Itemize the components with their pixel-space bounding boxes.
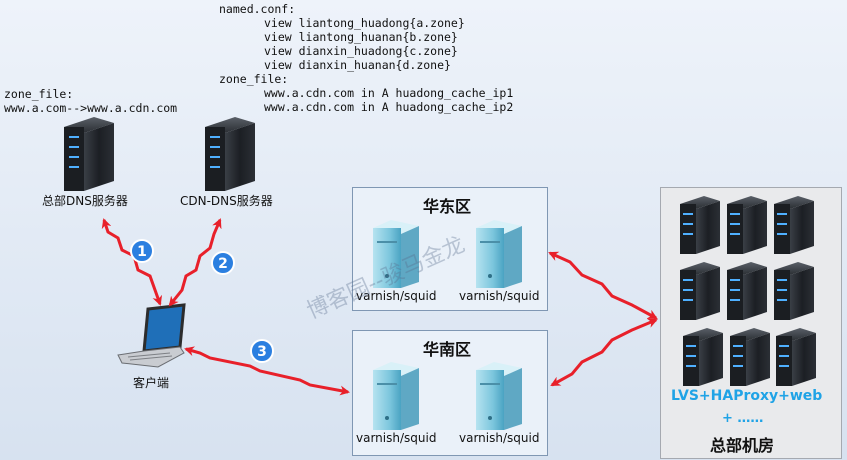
arrow-client-hq-dns [101, 218, 163, 306]
arrow-client-cdn-dns [168, 218, 222, 307]
rack-server-icon [776, 328, 816, 386]
arrow-client-south [184, 346, 350, 396]
zone-record: www.a.cdn.com in A huadong_cache_ip1 [264, 86, 514, 100]
hq-dns-server-icon [64, 117, 114, 191]
arrow-east-datacenter [548, 251, 658, 320]
left-zone-file-block: zone_file: www.a.com-->www.a.cdn.com [4, 87, 177, 115]
zone-record: www.a.cdn.com in A huadong_cache_ip2 [264, 100, 514, 114]
east-cache-label-2: varnish/squid [459, 289, 540, 303]
named-conf-block: named.conf: view liantong_huadong{a.zone… [219, 2, 513, 114]
client-laptop-icon [117, 303, 186, 368]
step-2-number: 2 [218, 256, 228, 272]
view-line: view liantong_huadong{a.zone} [264, 16, 465, 30]
zone-file-label: zone_file: [219, 72, 289, 86]
rack-server-icon [727, 262, 767, 320]
cache-server-icon [373, 220, 419, 288]
datacenter-server-grid [680, 196, 816, 386]
region-east-title: 华东区 [423, 197, 472, 216]
cache-server-icon [476, 220, 522, 288]
rack-server-icon [727, 196, 767, 254]
cache-server-icon [373, 362, 419, 430]
view-line: view dianxin_huanan{d.zone} [264, 58, 451, 72]
view-line: view dianxin_huadong{c.zone} [264, 44, 458, 58]
client-label: 客户端 [133, 376, 170, 390]
rack-server-icon [680, 262, 720, 320]
step-3-number: 3 [257, 344, 267, 360]
east-cache-label-1: varnish/squid [356, 289, 437, 303]
cdn-dns-server-icon [205, 117, 255, 191]
step-badge-3 [250, 339, 274, 363]
rack-server-icon [730, 328, 770, 386]
south-cache-label-1: varnish/squid [356, 431, 437, 445]
region-south-title: 华南区 [423, 340, 472, 359]
datacenter-title: 总部机房 [710, 436, 775, 455]
named-conf-label: named.conf: [219, 2, 296, 16]
rack-server-icon [774, 262, 814, 320]
left-zone-mapping: www.a.com-->www.a.cdn.com [4, 101, 178, 115]
cdn-dns-label: CDN-DNS服务器 [180, 194, 273, 208]
datacenter-stack-label: LVS+HAProxy+web [671, 388, 823, 404]
south-cache-label-2: varnish/squid [459, 431, 540, 445]
view-line: view liantong_huanan{b.zone} [264, 30, 458, 44]
rack-server-icon [683, 328, 723, 386]
datacenter-more-label: + …… [722, 411, 764, 426]
cache-server-icon [476, 362, 522, 430]
rack-server-icon [774, 196, 814, 254]
arrow-south-datacenter [550, 318, 658, 387]
rack-server-icon [680, 196, 720, 254]
step-badge-2 [211, 251, 235, 275]
step-1-number: 1 [137, 244, 147, 260]
left-zone-file-label: zone_file: [4, 87, 74, 101]
step-badge-1 [130, 239, 154, 263]
hq-dns-label: 总部DNS服务器 [42, 194, 128, 208]
